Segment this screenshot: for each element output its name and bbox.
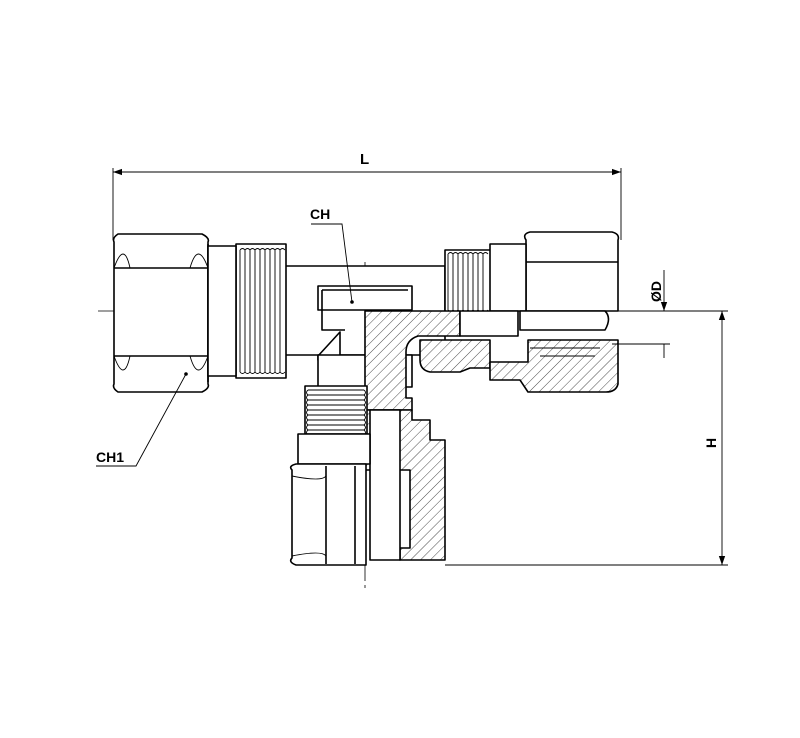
lower-thread [297,385,371,465]
label-D: ØD [648,281,664,302]
lower-hex-nut [289,463,367,566]
right-hex-nut-top [489,231,620,312]
section-view [364,310,619,561]
leader-lines [96,223,354,467]
dimension-H [445,310,728,566]
left-thread [235,243,287,379]
label-H: H [703,438,719,448]
left-hex-nut [112,233,237,393]
label-CH: CH [310,206,330,222]
dimension-L [112,168,622,240]
label-CH1: CH1 [96,449,124,465]
right-thread [444,249,492,313]
label-L: L [360,151,369,168]
